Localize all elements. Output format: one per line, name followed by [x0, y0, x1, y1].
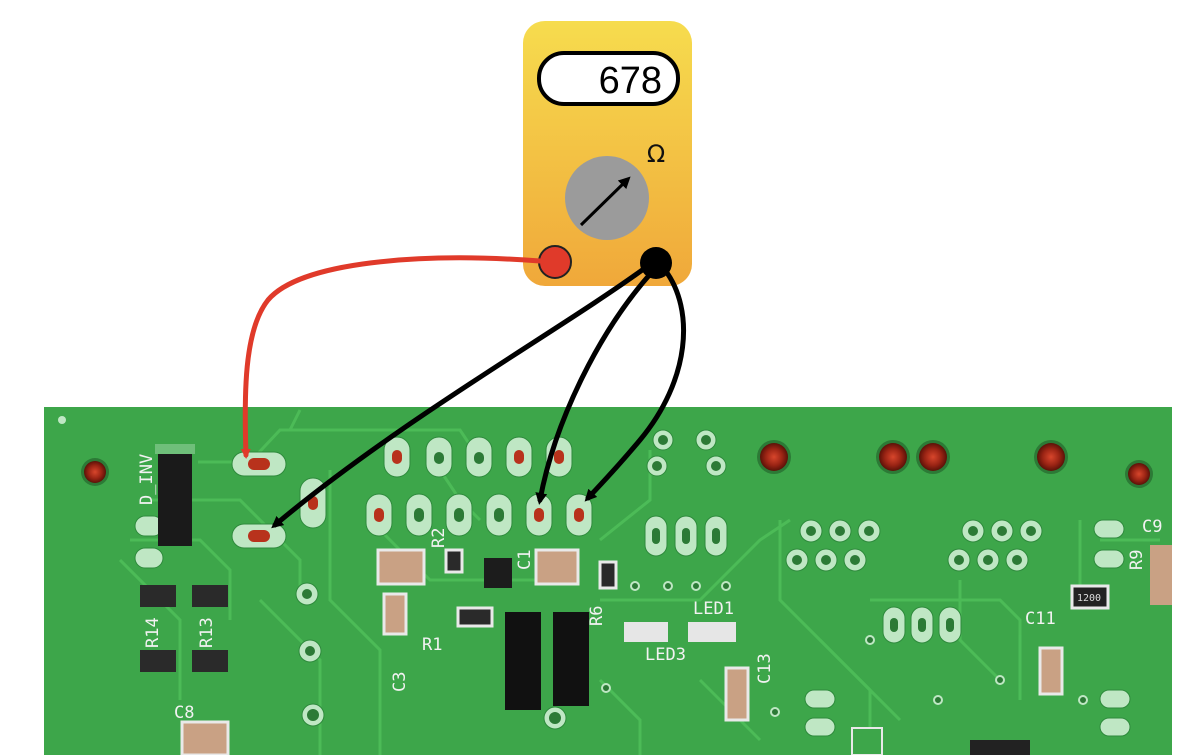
- label-r14: R14: [143, 617, 163, 648]
- label-led3: LED3: [645, 645, 686, 665]
- ohm-symbol: Ω: [647, 140, 665, 168]
- label-c8: C8: [174, 703, 194, 723]
- label-c13: C13: [755, 653, 775, 684]
- red-probe-jack[interactable]: [539, 246, 571, 278]
- lcd-reading: 678: [599, 60, 662, 102]
- multimeter: 678 Ω: [523, 21, 692, 286]
- label-c1: C1: [515, 550, 535, 570]
- label-led1: LED1: [693, 599, 734, 619]
- label-d-inv: D_INV: [137, 454, 157, 505]
- label-r2: R2: [429, 528, 449, 548]
- label-r1: R1: [422, 635, 442, 655]
- label-r6: R6: [587, 606, 607, 626]
- pcb-board: D_INV R2 C1 R6 LED1 LED3 R1 C3 R14 R13 C…: [44, 407, 1172, 755]
- label-r9: R9: [1127, 550, 1147, 570]
- d-inv-diode: [155, 444, 195, 546]
- label-c3: C3: [390, 672, 410, 692]
- label-1200: 1200: [1077, 593, 1101, 604]
- label-c11: C11: [1025, 609, 1056, 629]
- label-c9: C9: [1142, 517, 1162, 537]
- label-r13: R13: [197, 617, 217, 648]
